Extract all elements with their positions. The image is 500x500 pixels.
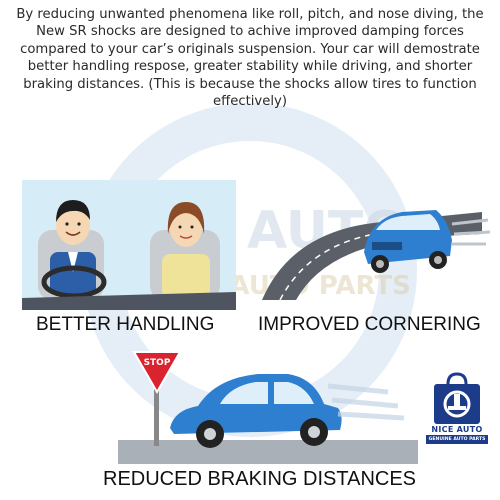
stop-sign: STOP <box>132 351 182 446</box>
improved-cornering-illustration <box>262 210 491 301</box>
better-handling-caption: BETTER HANDLING <box>36 314 215 335</box>
braking-car <box>170 374 342 448</box>
improved-cornering-caption: IMPROVED CORNERING <box>258 314 481 335</box>
braking-illustration: STOP <box>118 351 418 464</box>
logo-subtitle: GENUINE AUTO PARTS <box>426 435 488 444</box>
shopping-bag-icon <box>434 372 480 424</box>
stop-sign-text: STOP <box>144 358 171 368</box>
intro-paragraph: By reducing unwanted phenomena like roll… <box>16 7 484 110</box>
logo-title: NICE AUTO <box>431 425 483 434</box>
cornering-car <box>364 210 452 273</box>
reduced-braking-caption: REDUCED BRAKING DISTANCES <box>103 468 417 490</box>
better-handling-illustration <box>22 180 236 310</box>
nice-auto-logo: NICE AUTO GENUINE AUTO PARTS <box>424 372 490 446</box>
